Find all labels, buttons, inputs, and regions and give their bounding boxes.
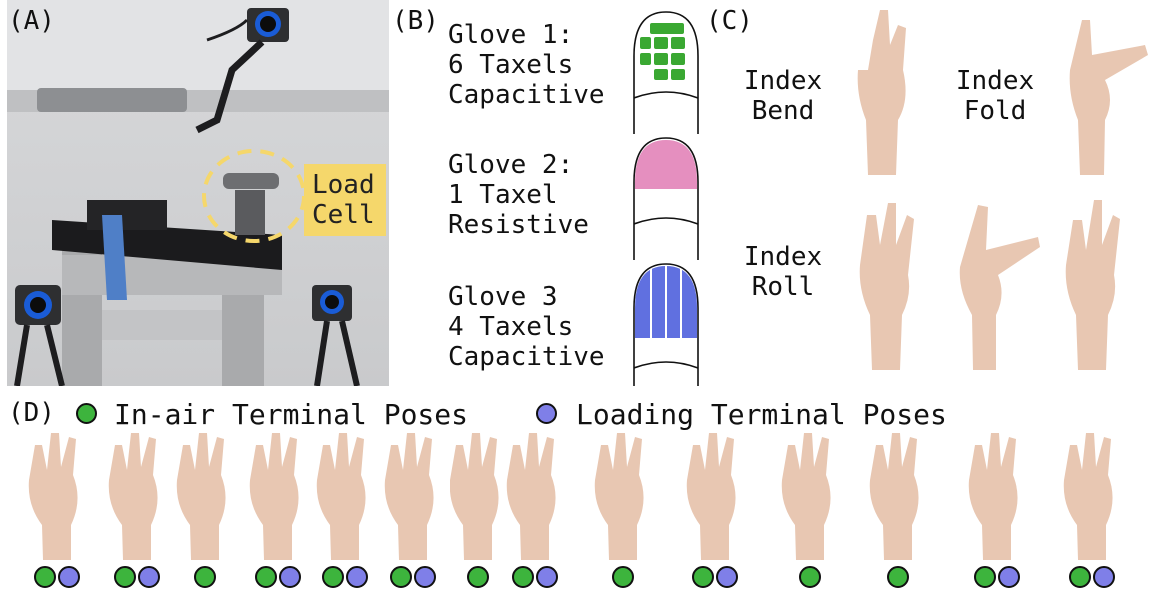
load-cell-line1: Load	[312, 170, 375, 200]
hand-pose-icon	[384, 433, 436, 588]
hand-pose-icon	[968, 433, 1020, 588]
hand-pose-icon	[506, 433, 558, 588]
in-air-pose-dot	[255, 566, 277, 588]
motion-index-fold-line2: Fold	[963, 96, 1027, 126]
in-air-pose-dot	[512, 566, 534, 588]
load-cell-tag: Load Cell	[304, 164, 386, 236]
motion-index-roll: Index Roll	[738, 242, 828, 302]
hand-pose-icon	[781, 433, 831, 588]
loading-pose-dot	[346, 566, 368, 588]
in-air-pose-dot	[467, 566, 489, 588]
hand-pose-icon	[316, 433, 368, 588]
in-air-pose-dot	[974, 566, 996, 588]
in-air-pose-dot	[799, 566, 821, 588]
panel-c-label: (C)	[706, 6, 753, 36]
hand-pose-icon	[249, 433, 301, 588]
motion-index-fold: Index Fold	[945, 66, 1045, 126]
in-air-pose-dot	[114, 566, 136, 588]
panel-a-label: (A)	[8, 6, 55, 36]
terminal-poses-row	[0, 425, 1152, 590]
loading-pose-dot	[58, 566, 80, 588]
loading-pose-dot	[279, 566, 301, 588]
glove-3-line3: Capacitive	[448, 342, 605, 372]
glove-2-line3: Resistive	[448, 210, 589, 240]
glove-2-line2: 1 Taxel	[448, 180, 558, 210]
hand-pose-icon	[450, 433, 499, 588]
hand-pose-icon	[1065, 200, 1120, 370]
motion-index-roll-line2: Roll	[751, 272, 815, 302]
loading-pose-dot	[138, 566, 160, 588]
in-air-pose-dot	[1069, 566, 1091, 588]
hand-pose-icon	[176, 433, 226, 588]
glove-1-line1: Glove 1:	[448, 20, 574, 50]
in-air-pose-dot	[612, 566, 634, 588]
loading-pose-dot	[1093, 566, 1115, 588]
hand-pose-icon	[857, 10, 906, 175]
glove-1-text: Glove 1: 6 Taxels Capacitive	[448, 20, 605, 110]
hand-pose-icon	[859, 203, 914, 370]
motion-index-roll-line1: Index	[743, 242, 823, 272]
hand-pose-icon	[1069, 20, 1148, 175]
hand-pose-icon	[686, 433, 738, 588]
in-air-pose-dot	[887, 566, 909, 588]
hand-pose-icon	[869, 433, 919, 588]
loading-pose-dot	[716, 566, 738, 588]
in-air-legend-text: In-air Terminal Poses	[114, 398, 469, 431]
panel-d-label: (D)	[8, 398, 55, 428]
glove-1-line3: Capacitive	[448, 80, 605, 110]
loading-pose-dot	[998, 566, 1020, 588]
glove-1-line2: 6 Taxels	[448, 50, 574, 80]
in-air-pose-dot	[322, 566, 344, 588]
motion-index-fold-line1: Index	[955, 66, 1035, 96]
hand-pose-icon	[108, 433, 160, 588]
hand-pose-icon	[959, 205, 1040, 370]
hand-pose-icon	[1063, 433, 1115, 588]
glove-3-text: Glove 3 4 Taxels Capacitive	[448, 282, 605, 372]
hand-pose-icon	[594, 433, 644, 588]
loading-pose-dot	[536, 566, 558, 588]
motion-index-bend-line2: Bend	[751, 96, 815, 126]
glove-2-text: Glove 2: 1 Taxel Resistive	[448, 150, 589, 240]
in-air-pose-dot	[194, 566, 216, 588]
in-air-legend-dot	[76, 403, 97, 424]
fingertip-taxel-icon	[633, 11, 699, 134]
in-air-pose-dot	[692, 566, 714, 588]
glove-3-line1: Glove 3	[448, 282, 558, 312]
panel-b-label: (B)	[392, 6, 439, 36]
loading-legend-dot	[536, 403, 557, 424]
load-cell-icon	[223, 173, 279, 235]
fingertip-taxel-icon	[633, 263, 699, 386]
in-air-pose-dot	[34, 566, 56, 588]
motion-index-bend-line1: Index	[743, 66, 823, 96]
in-air-pose-dot	[390, 566, 412, 588]
glove-2-line1: Glove 2:	[448, 150, 574, 180]
camera-icon	[247, 8, 289, 42]
motion-index-bend: Index Bend	[738, 66, 828, 126]
loading-pose-dot	[414, 566, 436, 588]
glove-3-line2: 4 Taxels	[448, 312, 574, 342]
loading-legend-text: Loading Terminal Poses	[576, 398, 947, 431]
hand-pose-icon	[28, 433, 80, 588]
load-cell-line2: Cell	[312, 200, 375, 230]
fingertip-taxel-icon	[633, 137, 699, 260]
